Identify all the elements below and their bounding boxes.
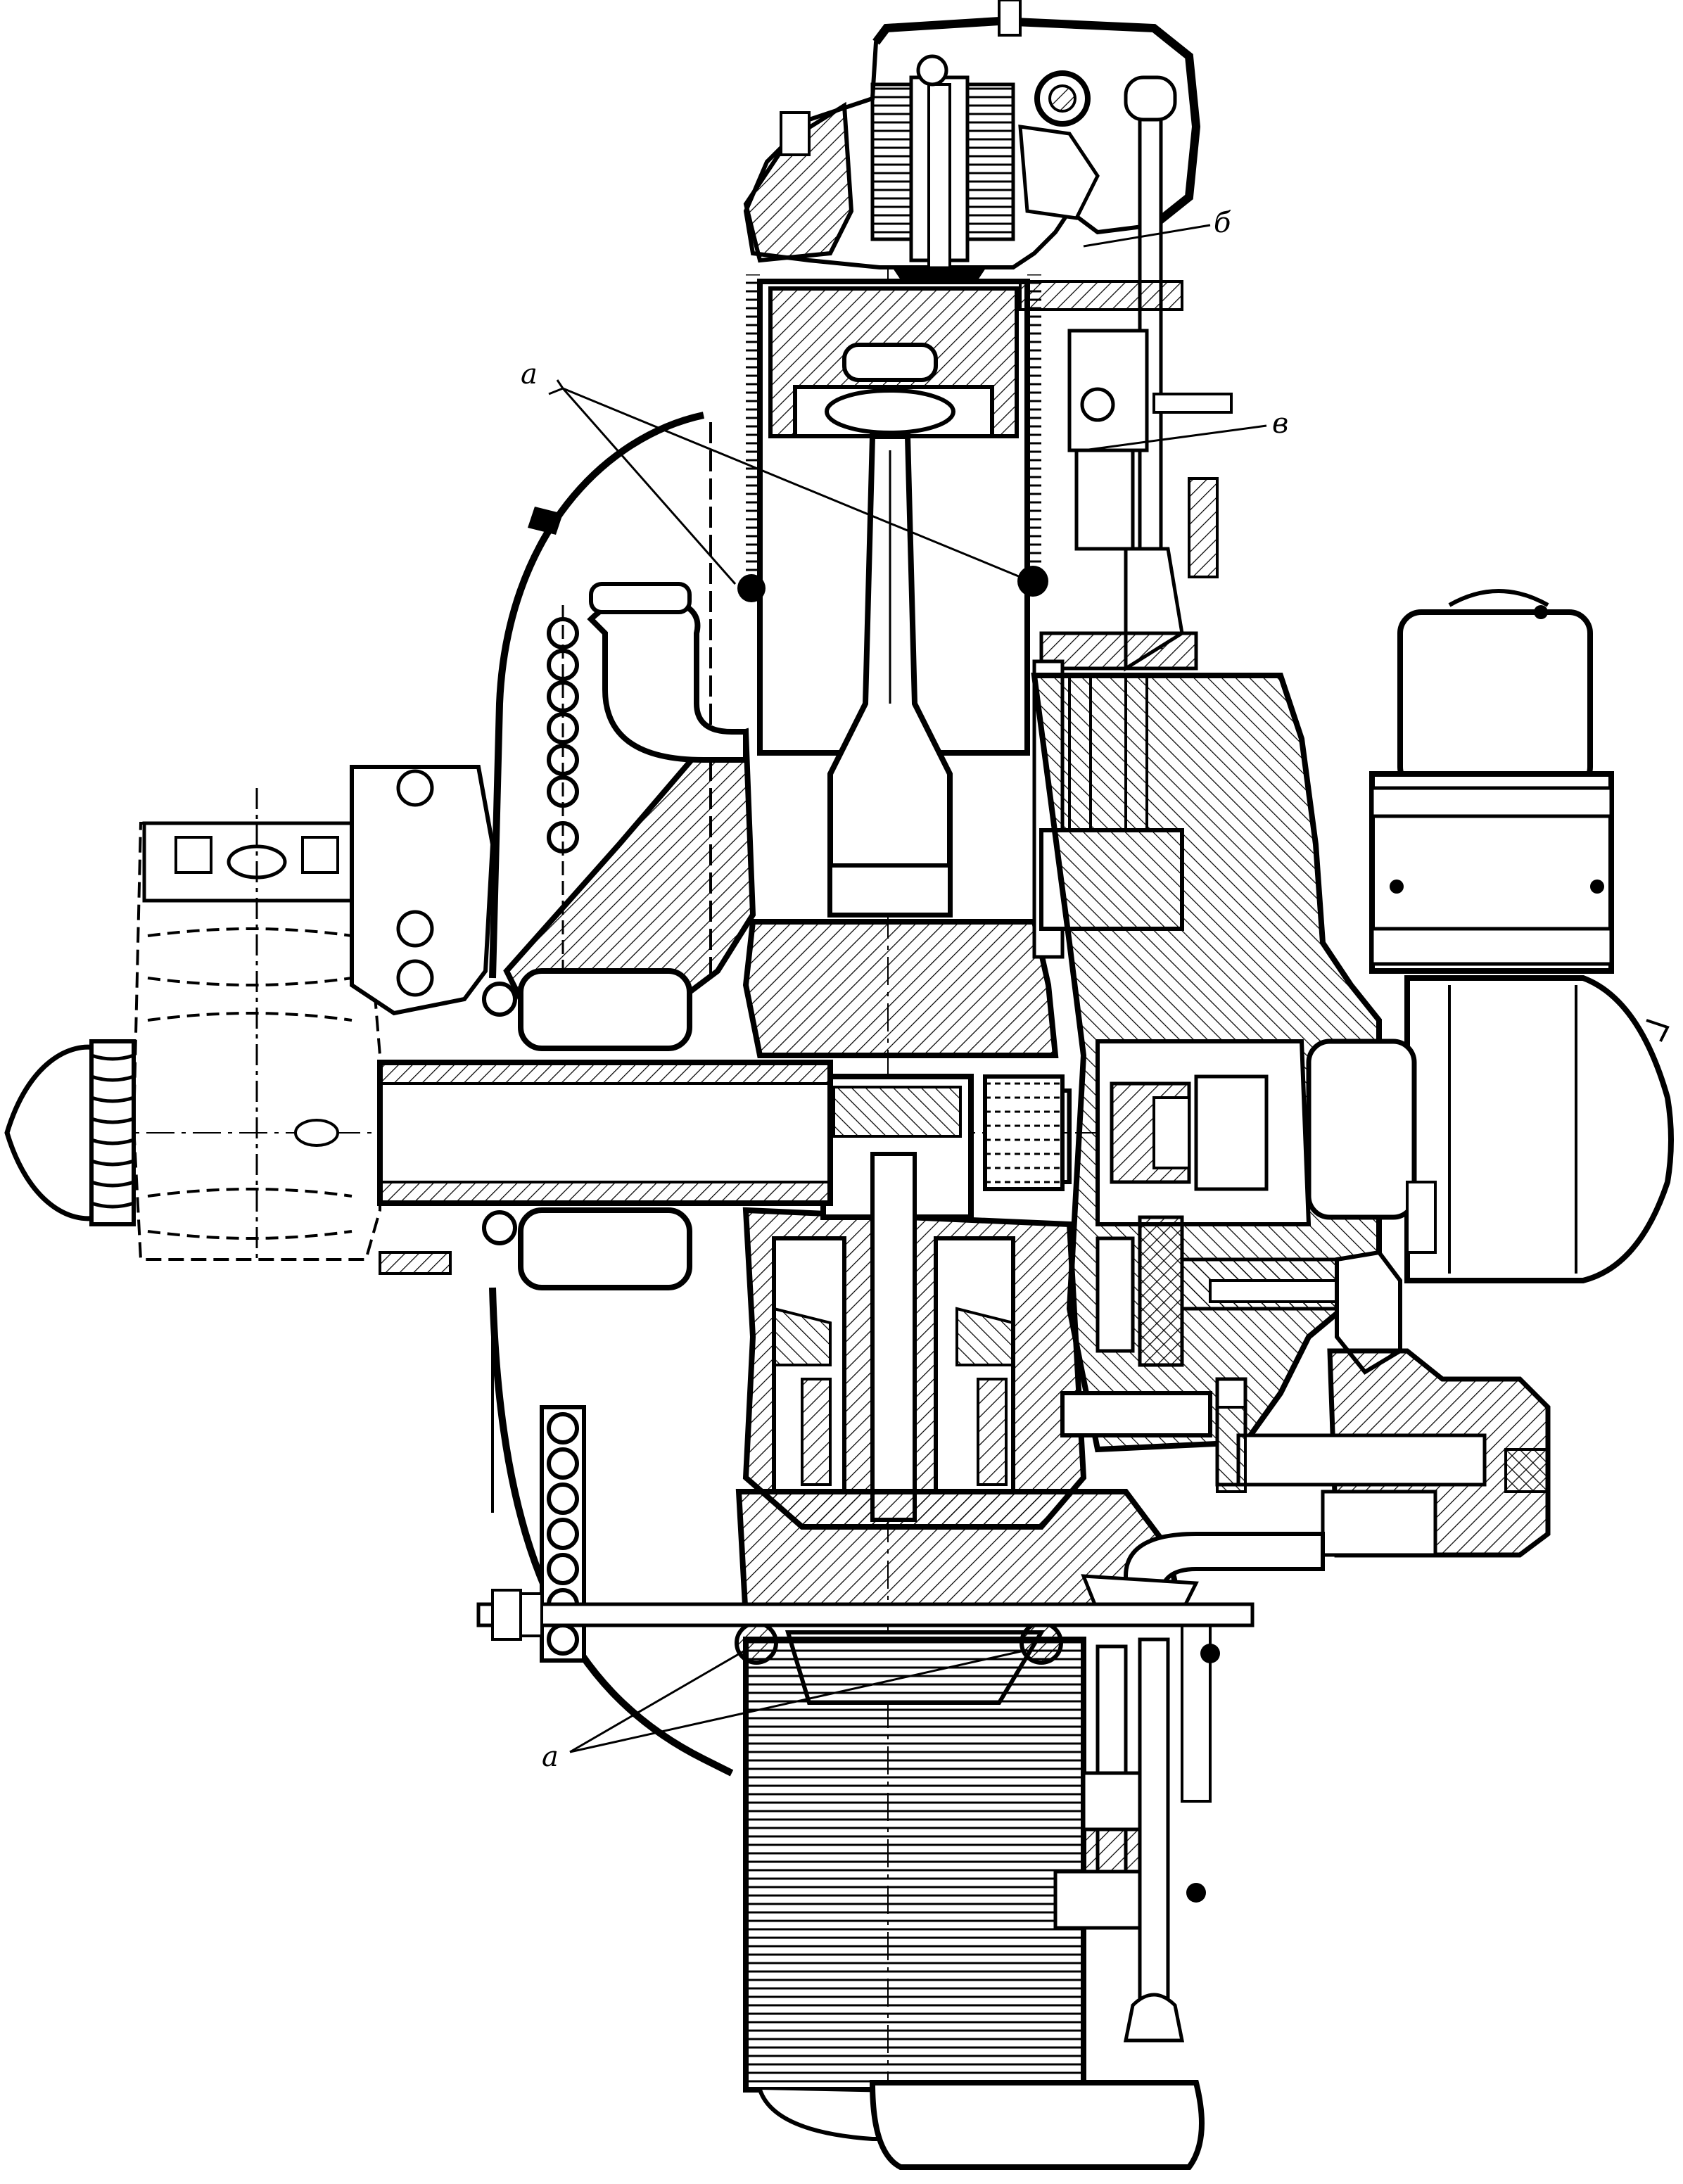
callout-leaders [548,224,1267,1753]
tie-bolt-lower [476,1589,1255,1641]
lower-pushrods [1053,1610,1220,2043]
lower-cylinder-barrel [735,1621,1205,2170]
seal-ring-left [737,574,766,602]
ball-bearing-stack-upper [547,605,579,971]
main-crankshaft [377,968,1065,1290]
callout-label-v: в [1272,407,1288,440]
top-cylinder-barrel [746,274,1041,756]
propeller-hub [4,765,495,1275]
accessory-housing [1031,673,1402,1487]
callout-label-b: б [1214,207,1231,239]
upper-connecting-rod [827,433,953,918]
callout-label-a-top: a [521,358,538,391]
magneto [1369,589,1614,974]
top-cylinder-head [743,0,1201,290]
starter-unit [1306,975,1674,1283]
callout-label-a-bottom: a [542,1741,559,1773]
seal-ring-right [1017,566,1048,597]
intake-elbow [587,582,749,763]
